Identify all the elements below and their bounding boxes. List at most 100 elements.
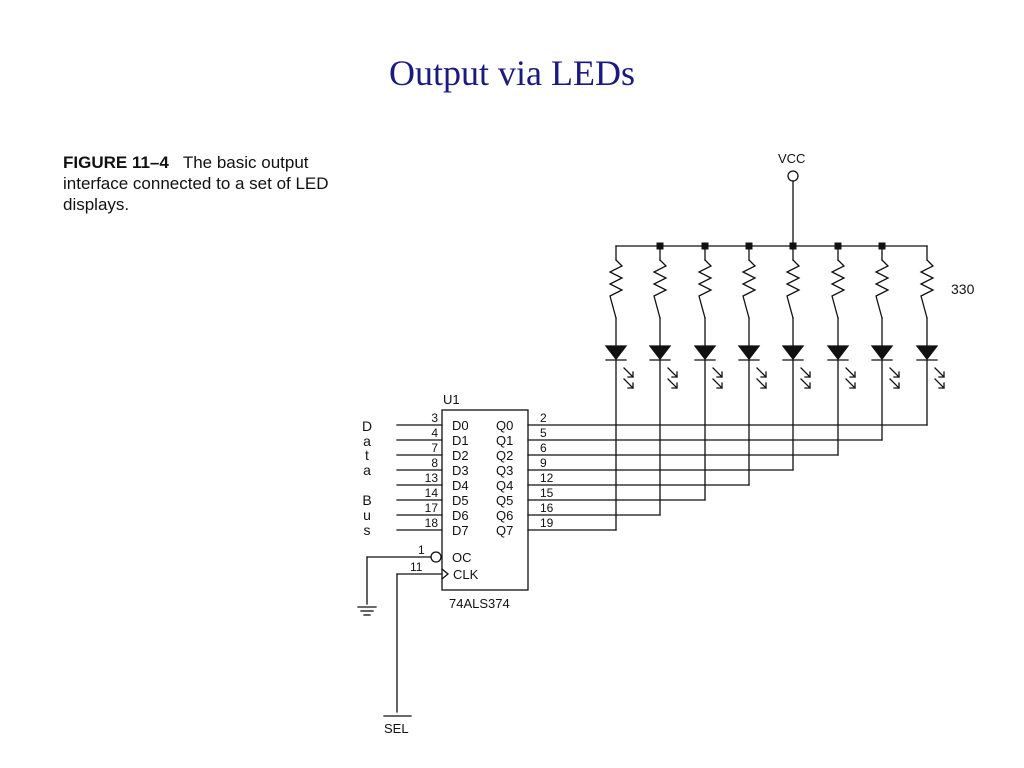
data-bus-letter: s xyxy=(364,522,371,538)
oc-inversion-bubble xyxy=(430,551,442,563)
led-columns xyxy=(604,242,945,531)
input-pin-name: D4 xyxy=(452,478,469,493)
input-pin-name: D5 xyxy=(452,493,469,508)
output-pin-name: Q4 xyxy=(496,478,513,493)
clk-pin-number: 11 xyxy=(410,560,423,574)
emission-arrow-head xyxy=(760,382,767,389)
input-pin-number: 3 xyxy=(431,411,438,425)
data-bus-letter: D xyxy=(362,418,372,434)
input-pin-number: 13 xyxy=(425,471,439,485)
emission-arrow-head xyxy=(893,382,900,389)
output-pin-number: 19 xyxy=(540,516,554,530)
emission-arrow xyxy=(845,378,856,389)
input-pin-name: D1 xyxy=(452,433,469,448)
chip-ref-label: U1 xyxy=(443,392,460,407)
figure-caption-text: The basic output interface connected to … xyxy=(63,153,329,214)
led-column-0 xyxy=(604,245,634,531)
led-diode xyxy=(604,345,628,361)
led-column-5 xyxy=(826,242,856,456)
emission-arrow xyxy=(889,378,900,389)
led-column-1 xyxy=(648,242,678,516)
resistor xyxy=(919,259,935,319)
slide-title: Output via LEDs xyxy=(389,53,635,93)
emission-arrow xyxy=(800,367,811,378)
output-pin-number: 2 xyxy=(540,411,547,425)
clk-pin-name: CLK xyxy=(453,567,479,582)
emission-arrow-head xyxy=(627,371,634,378)
led-diode xyxy=(648,345,672,361)
led-diode xyxy=(870,345,894,361)
led-diode xyxy=(915,345,939,361)
output-pin-number: 5 xyxy=(540,426,547,440)
emission-arrow-head xyxy=(849,371,856,378)
chip-part-label: 74ALS374 xyxy=(449,596,510,611)
emission-arrow-head xyxy=(938,382,945,389)
output-pin-number: 16 xyxy=(540,501,554,515)
emission-arrow-head xyxy=(716,382,723,389)
emission-arrow xyxy=(756,367,767,378)
data-bus-letter: a xyxy=(363,433,371,449)
led-column-4 xyxy=(781,242,811,471)
led-column-7 xyxy=(915,245,945,426)
chip-body xyxy=(441,409,529,591)
input-pin-number: 8 xyxy=(431,456,438,470)
emission-arrow xyxy=(845,367,856,378)
emission-arrow-head xyxy=(804,371,811,378)
input-pin-number: 18 xyxy=(425,516,439,530)
output-pin-name: Q0 xyxy=(496,418,513,433)
emission-arrow xyxy=(667,378,678,389)
input-pin-number: 17 xyxy=(425,501,439,515)
input-pin-number: 4 xyxy=(431,426,438,440)
emission-arrow xyxy=(623,367,634,378)
led-diode xyxy=(693,345,717,361)
emission-arrow xyxy=(712,367,723,378)
emission-arrow-head xyxy=(938,371,945,378)
figure-label: FIGURE 11–4 xyxy=(63,153,169,172)
resistor xyxy=(785,259,801,319)
oc-pin-number: 1 xyxy=(418,543,425,557)
resistor xyxy=(874,259,890,319)
resistor xyxy=(608,259,624,319)
emission-arrow-head xyxy=(671,371,678,378)
emission-arrow xyxy=(934,378,945,389)
resistor xyxy=(652,259,668,319)
emission-arrow-head xyxy=(671,382,678,389)
emission-arrow xyxy=(934,367,945,378)
oc-pin-name: OC xyxy=(452,550,472,565)
output-pin-number: 15 xyxy=(540,486,554,500)
output-pin-number: 6 xyxy=(540,441,547,455)
input-pin-number: 14 xyxy=(425,486,439,500)
output-pin-name: Q1 xyxy=(496,433,513,448)
input-pin-name: D6 xyxy=(452,508,469,523)
data-bus-letter: B xyxy=(362,492,371,508)
input-pin-name: D0 xyxy=(452,418,469,433)
input-pin-name: D2 xyxy=(452,448,469,463)
emission-arrow-head xyxy=(893,371,900,378)
resistor-value-label: 330 xyxy=(951,281,975,297)
resistor xyxy=(741,259,757,319)
output-pin-number: 9 xyxy=(540,456,547,470)
emission-arrow xyxy=(712,378,723,389)
output-pin-name: Q3 xyxy=(496,463,513,478)
output-pin-name: Q2 xyxy=(496,448,513,463)
emission-arrow xyxy=(756,378,767,389)
data-bus-letter: u xyxy=(363,507,371,523)
led-column-3 xyxy=(737,242,767,486)
emission-arrow-head xyxy=(804,382,811,389)
emission-arrow-head xyxy=(760,371,767,378)
sel-label: SEL xyxy=(384,721,409,736)
led-column-6 xyxy=(870,242,900,441)
clock-edge-triangle xyxy=(441,568,450,580)
data-bus-letter: t xyxy=(365,447,369,463)
input-pin-name: D7 xyxy=(452,523,469,538)
led-column-2 xyxy=(693,242,723,501)
vcc-terminal xyxy=(787,170,799,182)
led-diode xyxy=(826,345,850,361)
resistor xyxy=(697,259,713,319)
led-diode xyxy=(737,345,761,361)
emission-arrow-head xyxy=(849,382,856,389)
